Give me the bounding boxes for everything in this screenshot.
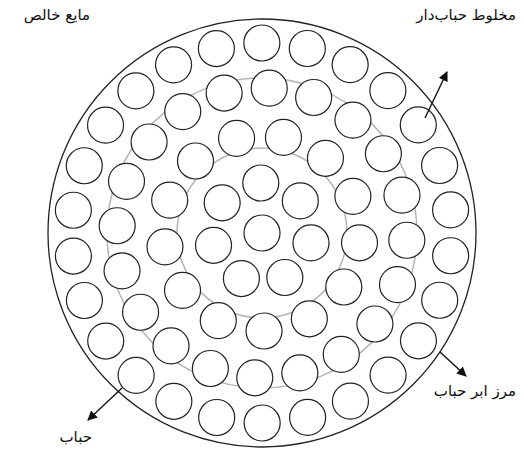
bubble <box>156 383 192 419</box>
bubble <box>243 165 279 201</box>
bubble <box>384 177 420 213</box>
bubble <box>192 350 228 386</box>
bubble <box>335 178 371 214</box>
bubble <box>165 94 201 130</box>
bubble <box>282 183 318 219</box>
bubble <box>244 215 280 251</box>
leader-arrow <box>425 72 447 118</box>
bubble <box>389 222 425 258</box>
bubble <box>237 360 273 396</box>
bubble <box>109 163 145 199</box>
bubble <box>365 136 401 172</box>
bubble <box>219 120 255 156</box>
bubble <box>379 267 415 303</box>
bubble <box>55 192 91 228</box>
bubble <box>123 294 159 330</box>
bubble <box>296 80 332 116</box>
bubble <box>370 73 406 109</box>
bubble <box>204 185 240 221</box>
bubble <box>293 225 329 261</box>
bubble <box>323 336 359 372</box>
bubble <box>223 261 259 297</box>
bubble <box>265 119 301 155</box>
bubble <box>99 208 135 244</box>
bubble <box>291 301 327 337</box>
bubble <box>206 75 242 111</box>
bubble <box>370 357 406 393</box>
bubble <box>178 143 214 179</box>
bubble <box>55 238 91 274</box>
bubble <box>88 107 124 143</box>
bubble <box>199 400 235 436</box>
bubble <box>422 282 458 318</box>
bubble <box>246 313 282 349</box>
bubble <box>153 328 189 364</box>
bubble <box>244 405 280 441</box>
bubble <box>335 102 371 138</box>
bubble <box>200 303 236 339</box>
bubble <box>152 182 188 218</box>
leader-arrow <box>440 352 466 376</box>
bubble <box>422 147 458 183</box>
bubble <box>165 272 201 308</box>
bubble <box>118 357 154 393</box>
bubble <box>289 30 325 66</box>
bubble <box>66 283 102 319</box>
bubble <box>400 323 436 359</box>
bubble <box>290 399 326 435</box>
bubble <box>131 124 167 160</box>
bubble <box>433 192 469 228</box>
bubble <box>196 227 232 263</box>
bubble <box>267 260 303 296</box>
bubble <box>147 229 183 265</box>
bubble <box>307 140 343 176</box>
leader-arrow <box>88 388 122 420</box>
bubble <box>66 148 102 184</box>
bubble <box>332 47 368 83</box>
region-label: مخلوط حباب‌دار <box>414 6 518 24</box>
bubble <box>357 306 393 342</box>
region-label: مرز ابر حباب <box>432 382 518 400</box>
bubble <box>88 323 124 359</box>
bubble <box>326 269 362 305</box>
bubble <box>198 31 234 67</box>
layer-ring <box>107 78 417 388</box>
bubble <box>282 355 318 391</box>
bubble <box>251 70 287 106</box>
bubble <box>104 253 140 289</box>
bubble <box>433 238 469 274</box>
bubble <box>118 73 154 109</box>
bubble <box>400 107 436 143</box>
bubble <box>332 383 368 419</box>
region-label: حباب <box>58 428 95 446</box>
bubble <box>342 225 378 261</box>
region-label: مایع خالص <box>22 6 92 24</box>
bubble <box>244 25 280 61</box>
bubble <box>156 47 192 83</box>
cloud-boundary <box>48 19 476 447</box>
